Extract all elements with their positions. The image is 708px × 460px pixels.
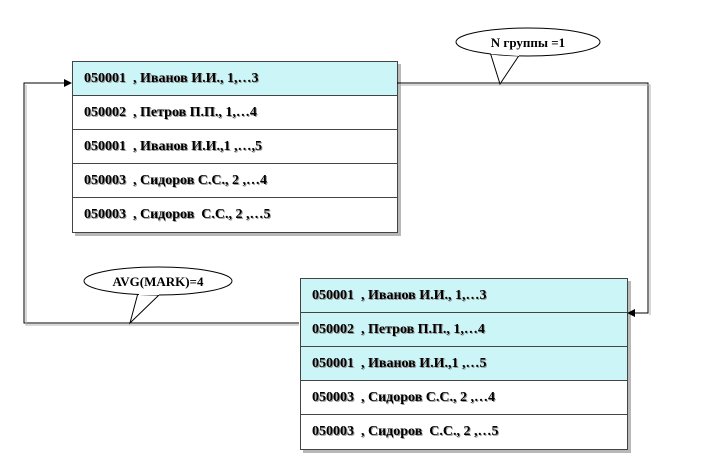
table-row: 050001 , Иванов И.И.,1 ,…,5: [73, 130, 397, 164]
table-row: 050001 , Иванов И.И., 1,…3: [73, 62, 397, 96]
connector-top-to-bottom: [397, 82, 649, 317]
table-row: 050003 , Сидоров С.С., 2 ,…5: [301, 415, 627, 449]
table-row: 050003 , Сидоров С.С., 2 ,…4: [73, 164, 397, 198]
table-row: 050002 , Петров П.П., 1,…4: [73, 96, 397, 130]
bottom-table: 050001 , Иванов И.И., 1,…3 050002 , Петр…: [300, 278, 628, 450]
table-row: 050003 , Сидоров С.С., 2 ,…5: [73, 198, 397, 232]
connector-shadow: [399, 84, 651, 315]
table-row: 050002 , Петров П.П., 1,…4: [301, 313, 627, 347]
group-count-callout: N группы =1: [455, 27, 601, 86]
table-row: 050003 , Сидоров С.С., 2 ,…4: [301, 381, 627, 415]
avg-mark-label: AVG(MARK)=4: [113, 274, 204, 289]
top-table: 050001 , Иванов И.И., 1,…3 050002 , Петр…: [72, 61, 398, 233]
group-count-label: N группы =1: [491, 35, 565, 50]
avg-mark-callout: AVG(MARK)=4: [83, 266, 233, 325]
connector-bottom-to-top: [23, 79, 299, 324]
table-row: 050001 , Иванов И.И.,1 ,…5: [301, 347, 627, 381]
connector-shadow: [25, 85, 299, 326]
table-row: 050001 , Иванов И.И., 1,…3: [301, 279, 627, 313]
